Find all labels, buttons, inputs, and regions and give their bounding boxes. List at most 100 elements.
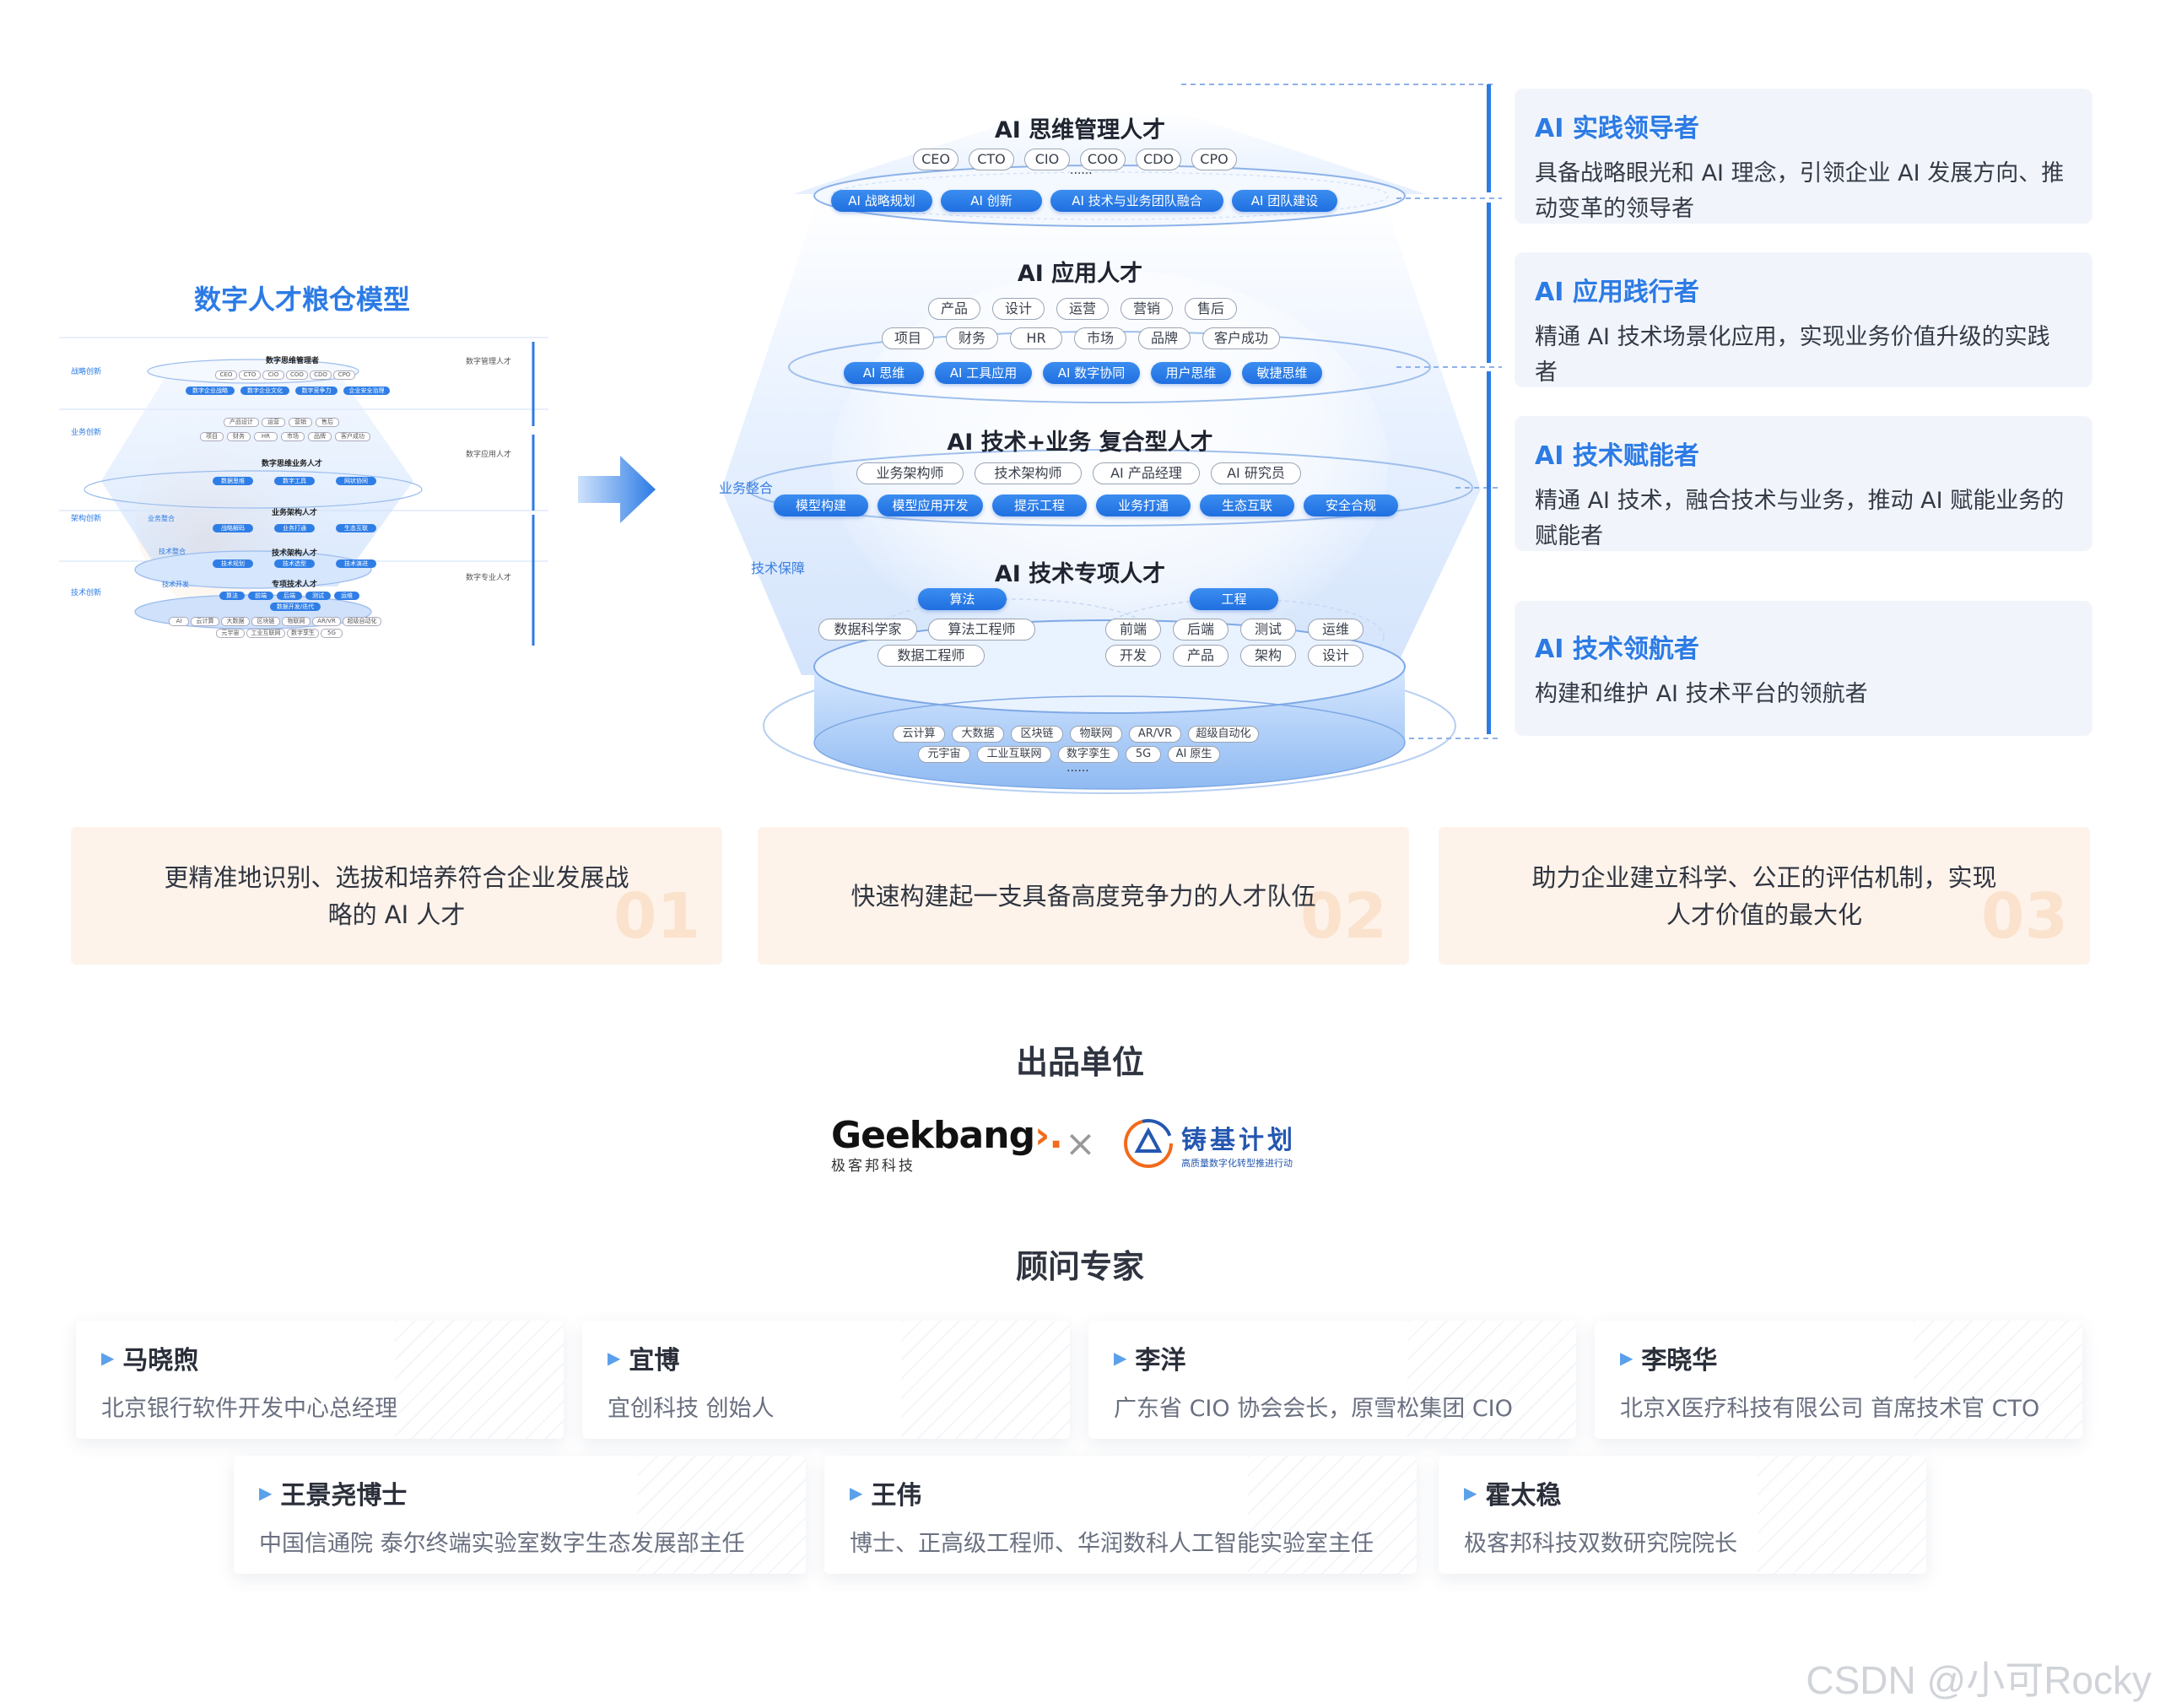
left-side-label-3: 技术创新: [71, 589, 102, 597]
expert-title: 博士、正高级工程师、华润数科人工智能实验室主任: [850, 1531, 1374, 1557]
tier2-role: 市场: [1074, 327, 1126, 349]
base-item: 元宇宙: [918, 746, 970, 763]
left-base: 超级自动化: [343, 617, 381, 626]
chevron-right-icon: ▶: [1114, 1348, 1127, 1368]
expert-card: ▶ 宜博 宜创科技 创始人: [582, 1321, 1070, 1439]
left-tier-3: 技术架构人才: [272, 549, 318, 558]
left-pill: 战略解码: [213, 524, 253, 532]
divider-bar-1: [1487, 84, 1491, 192]
role-title: AI 技术赋能者: [1535, 441, 1699, 471]
tier4-title: AI 技术专项人才: [994, 561, 1166, 587]
left-base: AI: [169, 617, 189, 626]
geekbang-wordmark: Geekbang: [831, 1114, 1035, 1157]
tier1-role: CDO: [1136, 149, 1181, 170]
expert-card: ▶马晓煦 北京银行软件开发中心总经理: [76, 1321, 564, 1439]
expert-title: 宜创科技 创始人: [608, 1396, 775, 1422]
chevron-right-icon: ▶: [608, 1348, 621, 1368]
left-model-title: 数字人才粮仓模型: [194, 284, 411, 316]
base-item: 云计算: [893, 726, 945, 743]
benefit-text: 助力企业建立科学、公正的评估机制，实现人才价值的最大化: [1531, 862, 1997, 929]
chevron-right-icon: ▶: [1620, 1348, 1634, 1368]
tier4-right-role: 前端: [1105, 619, 1161, 640]
role-desc: 精通 AI 技术，融合技术与业务，推动 AI 赋能业务的赋能者: [1535, 488, 2065, 549]
tier3-role: AI 研究员: [1211, 462, 1301, 484]
left-pill: 测试: [305, 592, 331, 600]
tier1-ellipsis: ......: [1070, 164, 1093, 177]
left-role: 售后: [316, 418, 339, 427]
left-inner-2: 技术开发: [162, 581, 189, 588]
benefit-card-3: 助力企业建立科学、公正的评估机制，实现人才价值的最大化 03: [1439, 827, 2090, 965]
left-role: 项目: [200, 432, 224, 441]
left-role: CEO: [215, 370, 237, 380]
tier4-left-role: 数据科学家: [818, 619, 917, 640]
left-role: 市场: [281, 432, 305, 441]
tier3-role: AI 产品经理: [1093, 462, 1200, 484]
tier2-role: 设计: [992, 298, 1045, 320]
zhuji-logo: 铸基计划 高质量数字化转型推进行动: [1122, 1114, 1325, 1175]
expert-name: 王伟: [871, 1481, 922, 1511]
expert-name: 李晓华: [1641, 1346, 1718, 1376]
role-title: AI 应用践行者: [1535, 278, 1699, 307]
left-role: 客户成功: [335, 432, 370, 441]
left-role: 营销: [289, 418, 312, 427]
expert-title: 极客邦科技双数研究院院长: [1464, 1531, 1737, 1557]
base-item: AI 原生: [1168, 746, 1220, 763]
expert-card: ▶ 李晓华 北京X医疗科技有限公司 首席技术官 CTO: [1595, 1321, 2082, 1439]
expert-name: 宜博: [629, 1346, 680, 1376]
tier1-role: CTO: [969, 149, 1014, 170]
tier2-title: AI 应用人才: [1017, 261, 1143, 287]
benefit-text: 快速构建起一支具备高度竞争力的人才队伍: [850, 881, 1316, 911]
role-desc: 具备战略眼光和 AI 理念，引领企业 AI 发展方向、推动变革的领导者: [1535, 160, 2065, 222]
tier1-pill: AI 团队建设: [1232, 190, 1337, 212]
tier2-pill: 敏捷思维: [1242, 362, 1322, 384]
tier3-pill: 安全合规: [1304, 495, 1398, 516]
left-base: 5G: [321, 629, 343, 638]
left-tier-2: 业务架构人才: [272, 509, 318, 517]
left-inner-1: 技术整合: [159, 548, 186, 555]
left-pill: 企业安全治理: [343, 386, 390, 395]
tier4-right-role: 运维: [1308, 619, 1364, 640]
left-base: 数字孪生: [287, 629, 319, 638]
left-pill: 数字工具: [274, 477, 315, 485]
expert-card: ▶霍太稳 极客邦科技双数研究院院长: [1439, 1456, 1926, 1574]
tier3-pill: 生态互联: [1200, 495, 1294, 516]
left-pill: 生态互联: [336, 524, 376, 532]
tier4-left-role: 算法工程师: [928, 619, 1035, 640]
left-pill: 业务打通: [274, 524, 315, 532]
left-side-label-1: 业务创新: [71, 429, 102, 437]
expert-title: 中国信通院 泰尔终端实验室数字生态发展部主任: [259, 1531, 745, 1557]
left-role: CDO: [310, 370, 332, 380]
expert-title: 北京X医疗科技有限公司 首席技术官 CTO: [1620, 1396, 2040, 1422]
left-right-label-2: 数字专业人才: [466, 574, 512, 582]
base-item: 物联网: [1070, 726, 1122, 743]
expert-card: ▶李洋 广东省 CIO 协会会长，原雪松集团 CIO: [1088, 1321, 1576, 1439]
chevron-right-icon: ▶: [850, 1483, 863, 1503]
left-pill: 数字竞争力: [295, 386, 338, 395]
left-pill: 后端: [277, 592, 302, 600]
base-item: 数字孪生: [1058, 746, 1119, 763]
base-item: 超级自动化: [1188, 726, 1259, 743]
role-title: AI 技术领航者: [1535, 635, 1699, 664]
left-role: CIO: [262, 370, 284, 380]
left-base: 元宇宙: [216, 629, 245, 638]
left-base: AR/VR: [312, 617, 341, 626]
left-inner-0: 业务整合: [148, 515, 175, 522]
geekbang-logo: Geekbang›. 极客邦科技: [831, 1114, 1063, 1175]
tier2-role: 产品: [928, 298, 980, 320]
benefit-card-1: 更精准地识别、选拔和培养符合企业发展战略的 AI 人才 01: [71, 827, 722, 965]
role-card-4: AI 技术领航者 构建和维护 AI 技术平台的领航者: [1515, 601, 2092, 736]
tier1-role: CIO: [1024, 149, 1070, 170]
left-role: CTO: [239, 370, 261, 380]
tier2-pill: AI 工具应用: [935, 362, 1032, 384]
expert-name: 马晓煦: [122, 1346, 199, 1376]
left-role: COO: [286, 370, 308, 380]
left-pill: 数字企业文化: [240, 386, 289, 395]
arrow-right-icon: [578, 456, 656, 523]
role-card-3: AI 技术赋能者 精通 AI 技术，融合技术与业务，推动 AI 赋能业务的赋能者: [1515, 416, 2092, 551]
left-base: 物联网: [282, 617, 310, 626]
expert-name: 李洋: [1135, 1346, 1186, 1376]
left-right-label-0: 数字管理人才: [466, 358, 512, 366]
producers-title: 出品单位: [1015, 1044, 1144, 1081]
expert-name: 霍太稳: [1485, 1481, 1562, 1511]
role-card-1: AI 实践领导者 具备战略眼光和 AI 理念，引领企业 AI 发展方向、推动变革…: [1515, 89, 2092, 224]
